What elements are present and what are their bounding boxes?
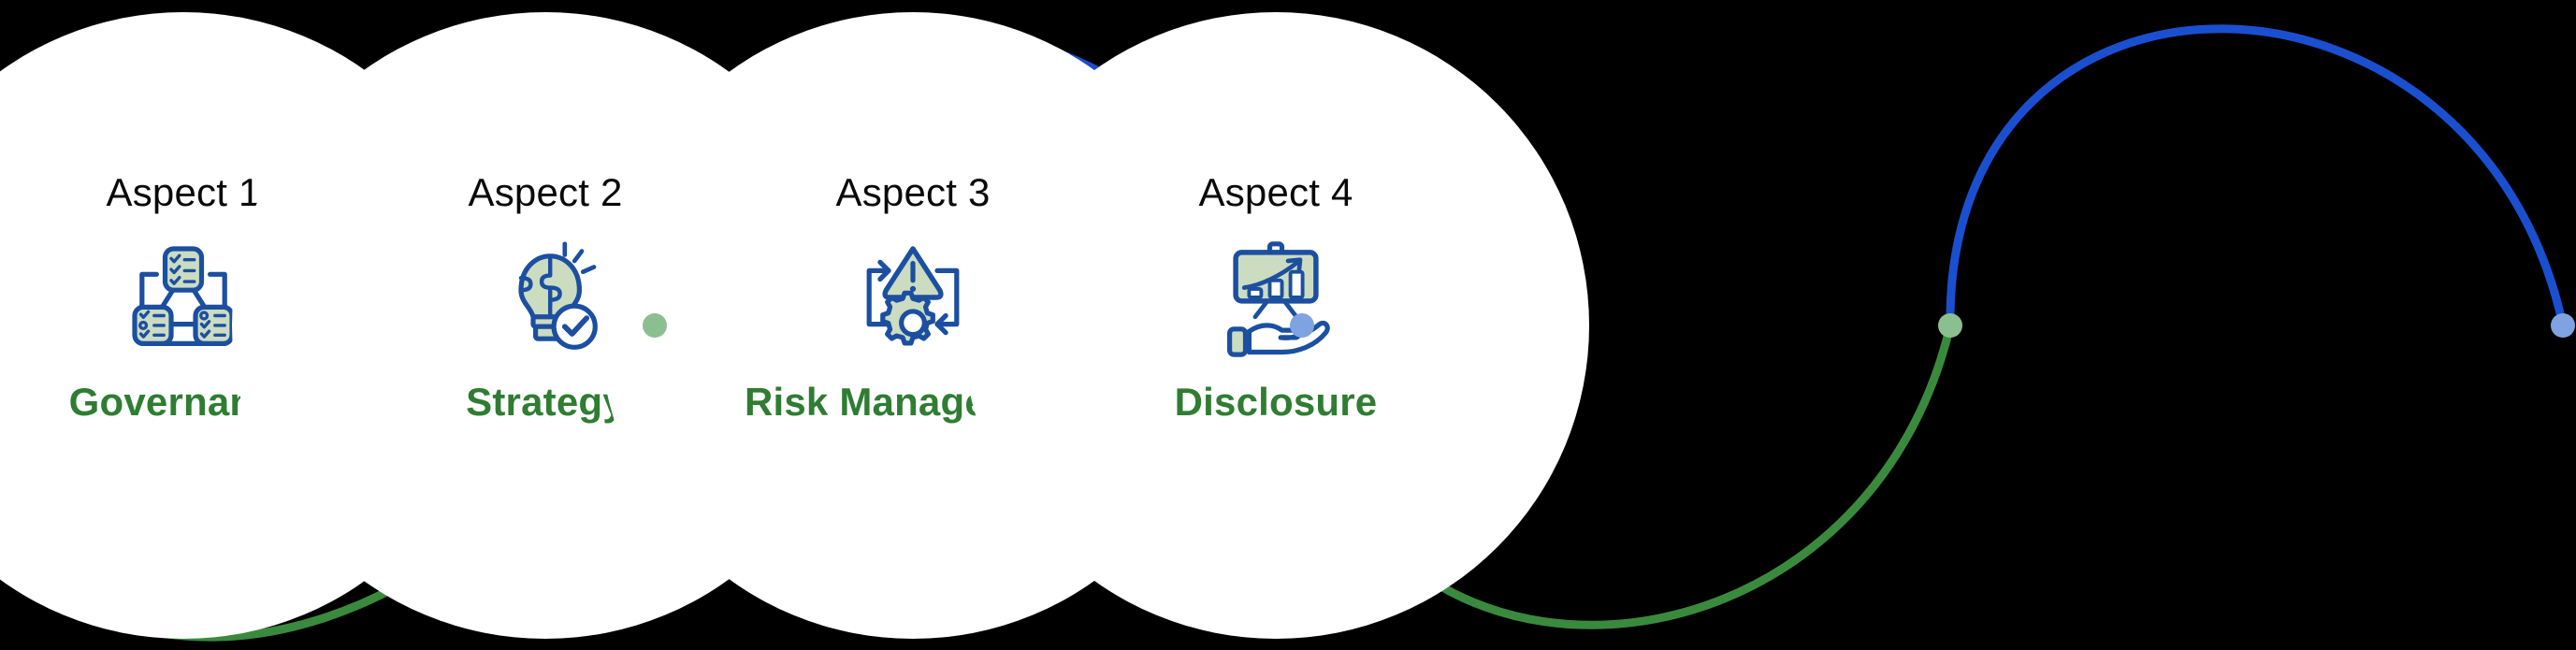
aspect-title: Aspect 3 (835, 170, 991, 214)
connector-2-3 (1290, 313, 1314, 338)
connector-1-2 (643, 313, 667, 338)
aspect-node-4[interactable]: Aspect 4 (962, 12, 1589, 639)
aspect-title: Aspect 1 (106, 170, 261, 214)
aspect-title: Aspect 4 (1198, 170, 1353, 214)
connector-4-end (2551, 313, 2575, 338)
strategy-puzzle-lightbulb-check-icon (518, 241, 598, 350)
aspect-title: Aspect 2 (468, 170, 623, 214)
disclosure-chart-board-hand-icon (1227, 241, 1330, 357)
governance-network-checklist-icon (132, 246, 235, 346)
connector-3-4 (1938, 313, 1962, 338)
aspect-label: Strategy (466, 380, 625, 424)
aspect-label: Disclosure (1174, 380, 1378, 424)
arc-blue-over-4 (1946, 24, 2568, 330)
risk-warning-gear-cycle-icon (866, 246, 960, 346)
